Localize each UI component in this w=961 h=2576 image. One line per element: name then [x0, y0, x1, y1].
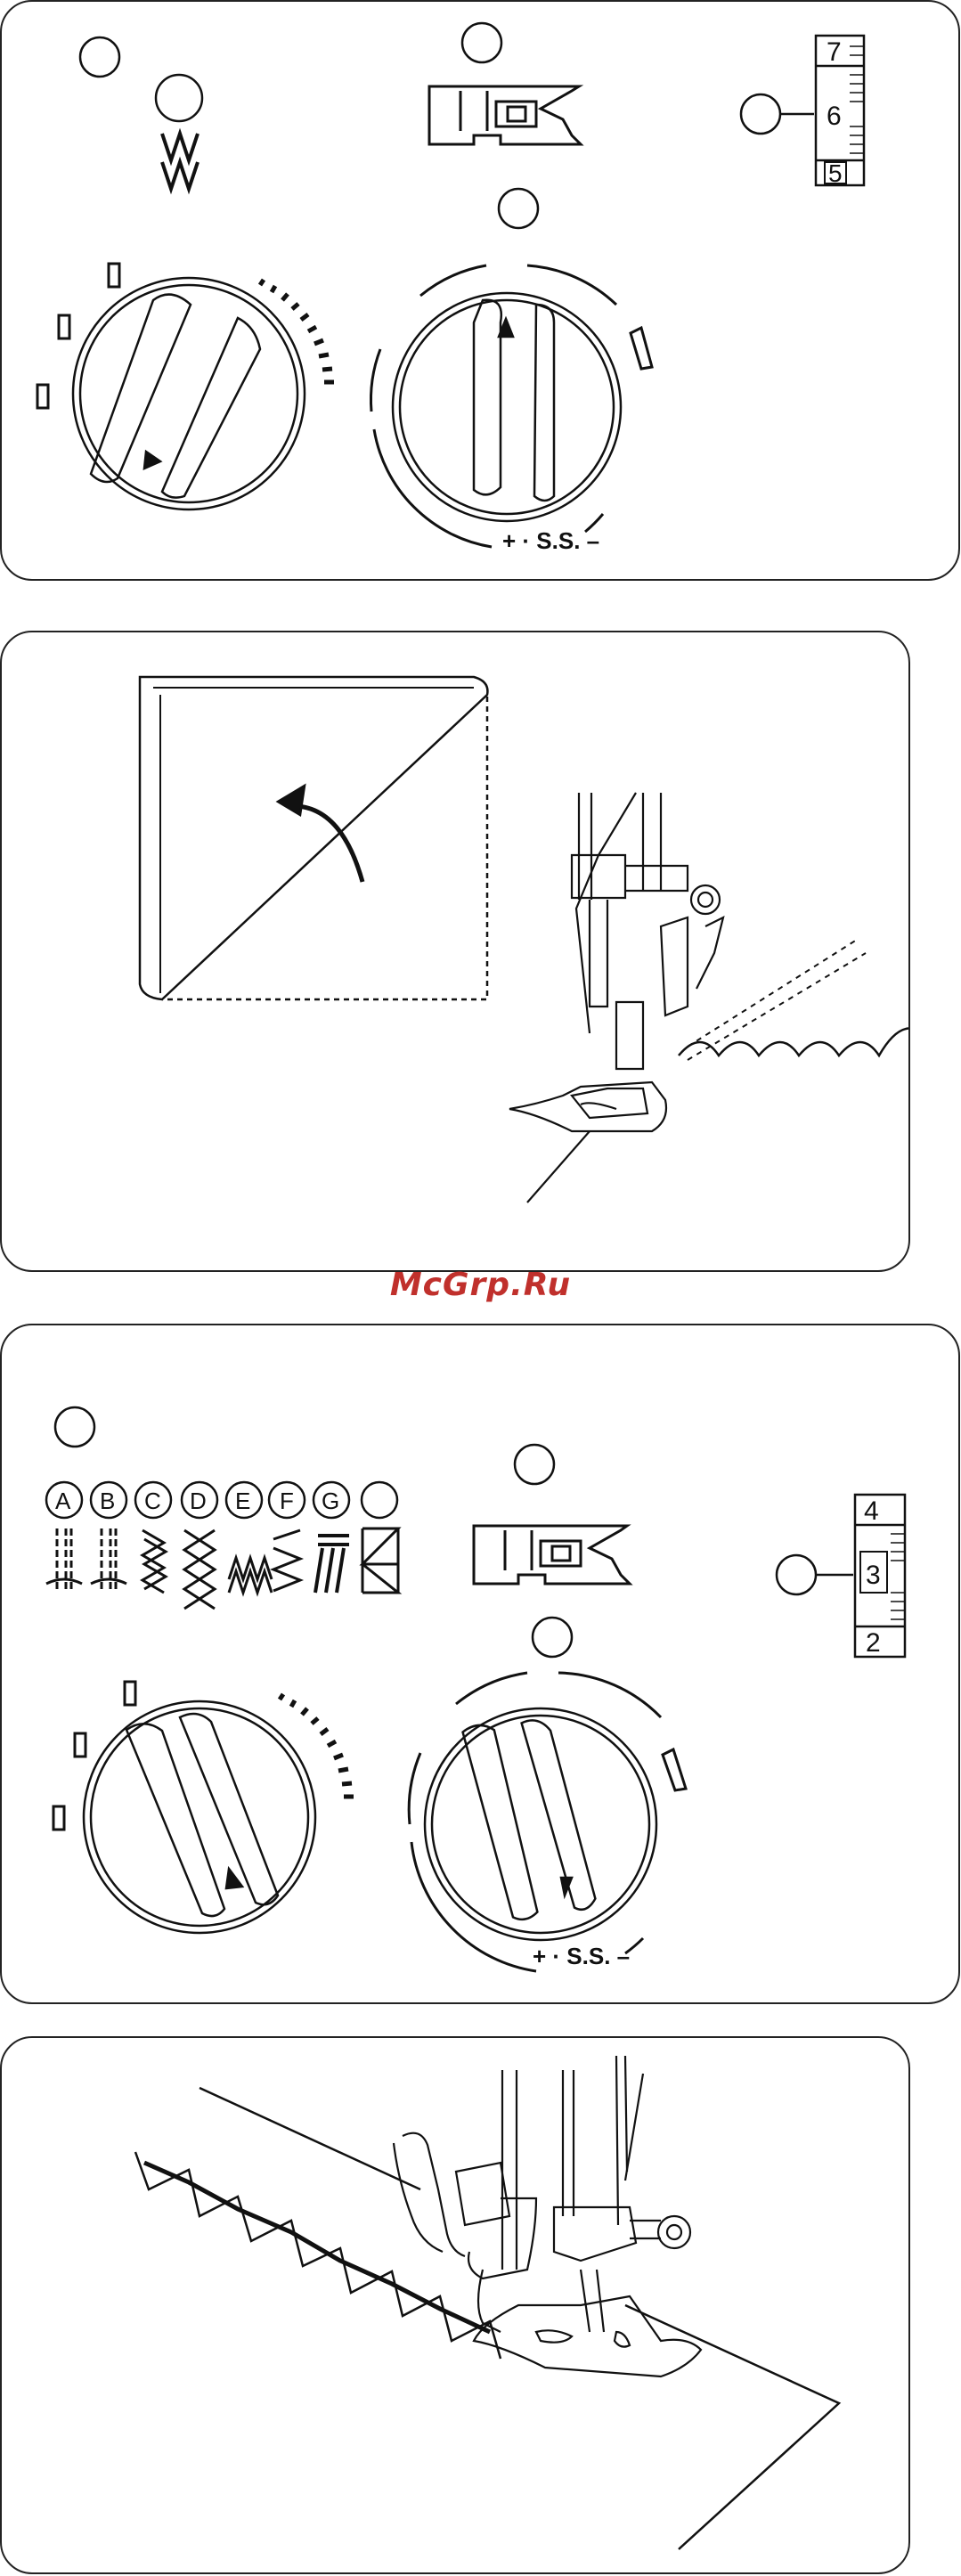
- presser-foot-icon: [429, 86, 581, 144]
- length-dial-arc: [371, 265, 652, 547]
- presser-foot-illustration: [394, 2056, 701, 2376]
- settings-diagram-3: A B C D E F G: [2, 1325, 960, 2004]
- width-tick-marks: [260, 280, 334, 382]
- settings-panel-1: 7 6 5: [0, 0, 960, 581]
- watermark-text: McGrp.Ru: [0, 1267, 961, 1303]
- settings-diagram-1: 7 6 5: [2, 2, 960, 581]
- fabric-edge: [200, 2088, 420, 2189]
- settings-panel-3: A B C D E F G: [0, 1324, 960, 2004]
- overedge-diagram: [2, 2038, 910, 2574]
- callout-circle: [515, 1445, 554, 1484]
- stitch-length-dial[interactable]: [425, 1708, 656, 1940]
- stitch-width-dial[interactable]: [73, 278, 305, 509]
- callout-circle: [462, 23, 501, 62]
- blind-hem-diagram: [2, 632, 910, 1272]
- blind-hem-stitch: [679, 1028, 910, 1056]
- illustration-panel-2: [0, 631, 910, 1272]
- pattern-letter-a: A: [55, 1488, 71, 1514]
- callout-circle: [55, 1407, 94, 1447]
- callout-circle: [156, 75, 202, 121]
- pattern-letter-e: E: [235, 1488, 250, 1514]
- width-markers: [37, 264, 119, 408]
- pattern-letter-c: C: [144, 1488, 161, 1514]
- scale-label-3: 3: [866, 1561, 881, 1590]
- presser-foot-icon: [474, 1526, 630, 1584]
- stitch-length-dial[interactable]: [393, 293, 621, 521]
- scale-label-6: 6: [827, 102, 842, 131]
- pattern-letter-f: F: [280, 1488, 294, 1514]
- callout-circle: [777, 1555, 816, 1594]
- fabric-edge: [625, 2305, 839, 2549]
- presser-foot-illustration: [509, 793, 723, 1202]
- length-dial-arc: [409, 1673, 686, 1971]
- zigzag-stitch-icon: [162, 134, 198, 189]
- illustration-panel-4: [0, 2036, 910, 2574]
- scale-label-2: 2: [866, 1628, 881, 1658]
- pattern-letter-g: G: [322, 1488, 339, 1514]
- pattern-letter-b: B: [100, 1488, 115, 1514]
- scale-label-4: 4: [864, 1496, 879, 1526]
- stitch-length-scale: [780, 36, 864, 185]
- folded-fabric: [140, 677, 487, 999]
- stretch-stitch-label: + · S.S. –: [533, 1943, 630, 1969]
- callout-circle: [80, 37, 119, 77]
- stitch-pattern-icons: [46, 1528, 398, 1609]
- stitch-width-dial[interactable]: [84, 1701, 315, 1933]
- pattern-letter-d: D: [190, 1488, 207, 1514]
- width-markers: [53, 1682, 135, 1830]
- callout-circle: [499, 189, 538, 228]
- scale-label-7: 7: [827, 37, 842, 67]
- callout-circle: [533, 1618, 572, 1657]
- stretch-stitch-label: + · S.S. –: [502, 527, 599, 554]
- stitch-length-scale: [816, 1495, 905, 1657]
- scale-label-5: 5: [828, 159, 843, 187]
- callout-circle: [741, 94, 780, 134]
